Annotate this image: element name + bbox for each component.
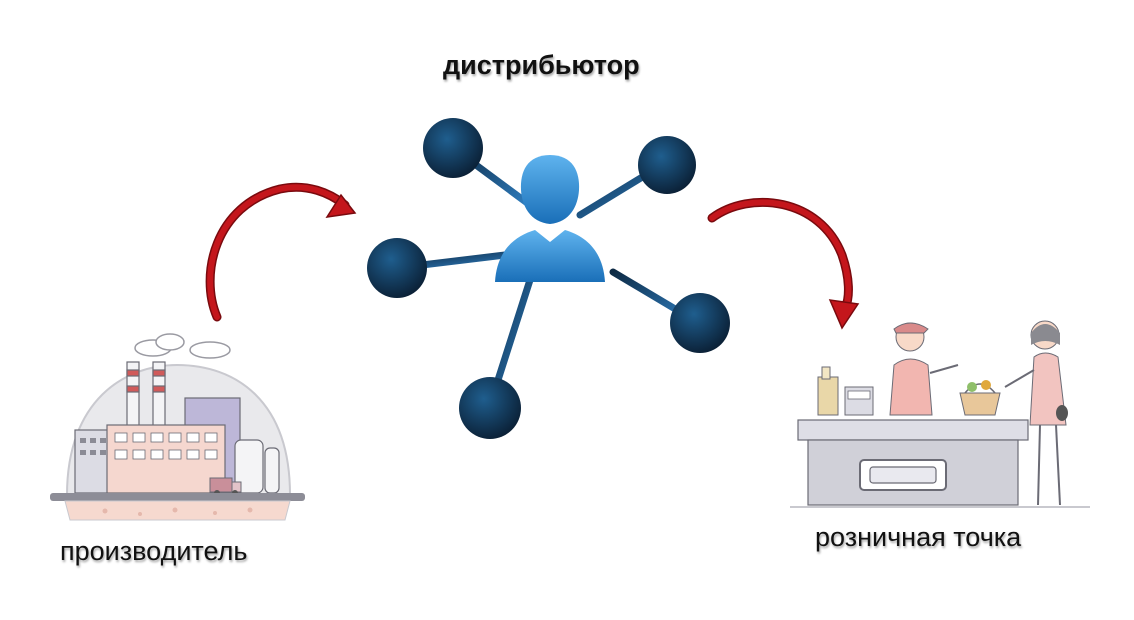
- network-node-top-right: [638, 136, 696, 194]
- factory-icon: [50, 333, 305, 521]
- arrow-producer-to-distributor: [205, 182, 357, 322]
- retail-label: розничная точка: [815, 522, 1022, 552]
- network-node-top-left: [423, 118, 483, 178]
- person-silhouette: [495, 155, 605, 282]
- network-node-bottom: [459, 377, 521, 439]
- network-person-icon: [367, 118, 730, 439]
- network-node-left: [367, 238, 427, 298]
- shop-counter-icon: [790, 320, 1090, 508]
- network-node-right: [670, 293, 730, 353]
- producer-label: производитель: [60, 536, 248, 566]
- distributor-label: дистрибьютор: [443, 50, 640, 80]
- arrow-distributor-to-retail: [707, 197, 860, 330]
